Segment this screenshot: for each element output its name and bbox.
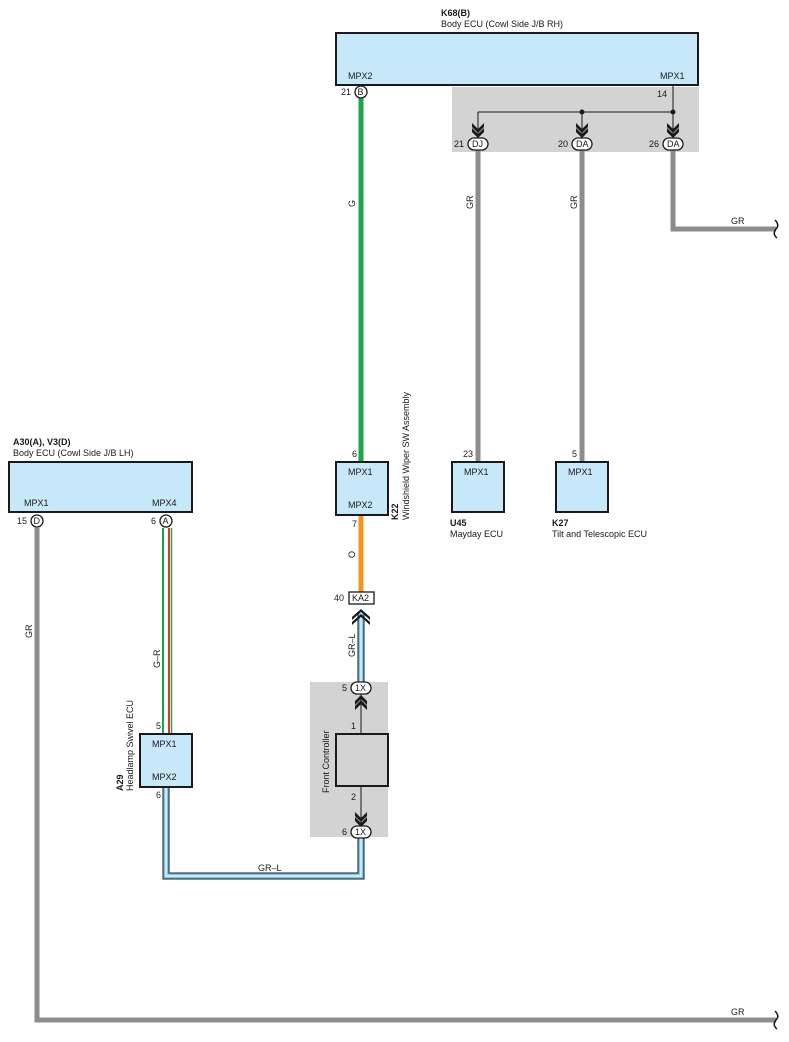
svg-text:5: 5	[572, 449, 577, 459]
u45-code: U45	[450, 518, 467, 528]
wire-label-gr-l-vertical: GR–L	[347, 633, 357, 657]
k27-ecu-box	[555, 461, 609, 513]
k22-switch-box	[335, 461, 389, 516]
continuation-mark-top	[773, 219, 779, 239]
k27-name: Tilt and Telescopic ECU	[552, 529, 647, 539]
k27-code: K27	[552, 518, 569, 528]
svg-text:5: 5	[156, 721, 161, 731]
svg-text:7: 7	[352, 519, 357, 529]
svg-text:21: 21	[341, 87, 351, 97]
svg-text:40: 40	[334, 593, 344, 603]
a30-mpx1-label: MPX1	[24, 498, 49, 508]
svg-text:26: 26	[649, 139, 659, 149]
svg-text:DJ: DJ	[472, 139, 483, 149]
svg-text:2: 2	[351, 792, 356, 802]
svg-text:5: 5	[342, 683, 347, 693]
wire-label-gr-bottom: GR	[731, 1007, 745, 1017]
wire-label-g: G	[347, 200, 357, 207]
wire-label-gr-right: GR	[731, 216, 745, 226]
k22-name: Windshield Wiper SW Assembly	[401, 391, 411, 520]
a29-name: Headlamp Swivel ECU	[125, 700, 135, 791]
connector-d	[30, 514, 44, 528]
svg-text:D: D	[34, 516, 41, 526]
chevron-arrows	[472, 123, 679, 138]
a30-ecu-box	[8, 461, 193, 513]
a29-mpx1-label: MPX1	[152, 739, 177, 749]
a30-code: A30(A), V3(D)	[13, 437, 71, 447]
connector-da-1	[571, 137, 593, 151]
wire-label-o: O	[347, 551, 357, 558]
connector-a	[159, 514, 173, 528]
a29-code: A29	[115, 774, 125, 791]
svg-text:A: A	[163, 516, 169, 526]
ka2-chevron	[352, 609, 370, 625]
k68-mpx2-label: MPX2	[348, 71, 373, 81]
connector-1x-bottom	[350, 825, 372, 839]
a29-ecu-box	[139, 733, 193, 788]
svg-text:23: 23	[463, 449, 473, 459]
svg-text:14: 14	[657, 89, 667, 99]
svg-text:6: 6	[352, 449, 357, 459]
svg-text:B: B	[358, 87, 364, 97]
a29-mpx2-label: MPX2	[152, 772, 177, 782]
connector-da-2	[662, 137, 684, 151]
wire-label-gr-l-horizontal: GR–L	[258, 863, 282, 873]
svg-text:DA: DA	[576, 139, 589, 149]
svg-text:DA: DA	[667, 139, 680, 149]
svg-text:6: 6	[156, 790, 161, 800]
k22-code: K22	[390, 503, 400, 520]
svg-text:6: 6	[342, 827, 347, 837]
wire-label-gr-left: GR	[24, 624, 34, 638]
k22-mpx1-label: MPX1	[348, 467, 373, 477]
a30-name: Body ECU (Cowl Side J/B LH)	[13, 448, 134, 458]
wire-label-g-r: G–R	[152, 649, 162, 668]
k68-name: Body ECU (Cowl Side J/B RH)	[441, 19, 563, 29]
k22-mpx2-label: MPX2	[348, 500, 373, 510]
connector-b	[354, 85, 368, 99]
k68-ecu-box	[335, 32, 699, 86]
continuation-mark-bottom	[773, 1010, 779, 1030]
junction-dot	[670, 109, 676, 115]
front-controller-name: Front Controller	[321, 730, 331, 793]
svg-text:6: 6	[151, 516, 156, 526]
svg-text:21: 21	[454, 139, 464, 149]
front-controller-box	[335, 733, 389, 787]
connector-ka2	[348, 591, 375, 605]
wire-label-gr-da: GR	[569, 195, 579, 209]
connector-1x-top	[350, 681, 372, 695]
svg-text:1: 1	[351, 721, 356, 731]
svg-text:1X: 1X	[355, 683, 366, 693]
svg-text:1X: 1X	[355, 827, 366, 837]
u45-ecu-box	[451, 461, 505, 513]
a30-mpx4-label: MPX4	[152, 498, 177, 508]
connector-dj	[467, 137, 489, 151]
u45-mpx1-label: MPX1	[464, 467, 489, 477]
svg-text:15: 15	[17, 516, 27, 526]
wire-g-r	[162, 528, 173, 734]
k27-mpx1-label: MPX1	[568, 467, 593, 477]
svg-text:KA2: KA2	[352, 593, 369, 603]
k68-code: K68(B)	[441, 8, 470, 18]
wire-gr-l-horizontal	[162, 787, 365, 880]
k68-mpx1-label: MPX1	[660, 71, 685, 81]
wire-gr-right	[670, 150, 776, 232]
svg-text:20: 20	[558, 139, 568, 149]
fc-chevrons	[355, 695, 367, 827]
wire-gr-bottom	[34, 528, 776, 1023]
u45-name: Mayday ECU	[450, 529, 503, 539]
wire-label-gr-dj: GR	[465, 195, 475, 209]
